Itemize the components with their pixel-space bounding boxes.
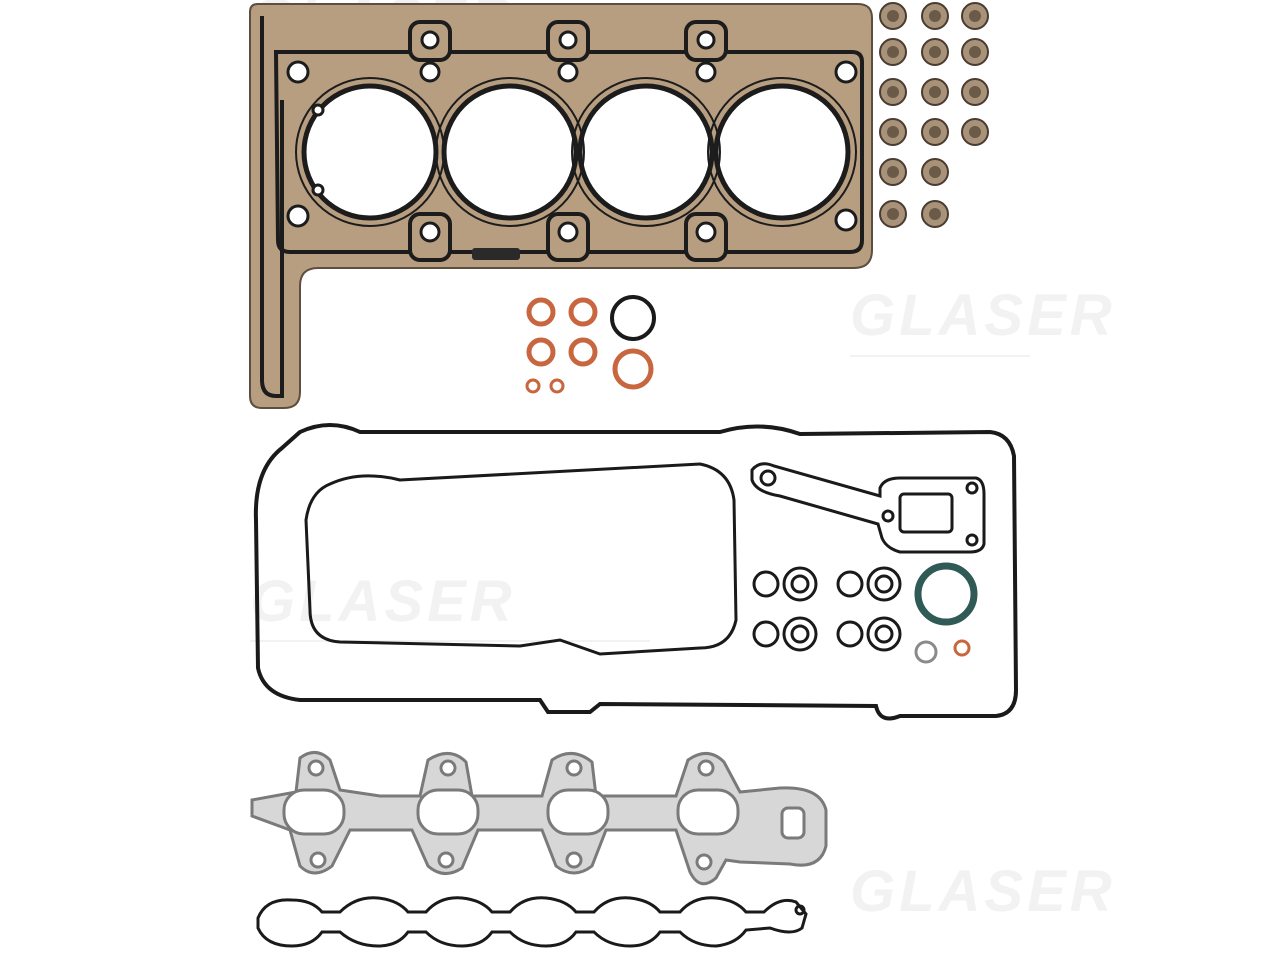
valve-stem-seal bbox=[961, 38, 989, 66]
cylinder-bore-1 bbox=[301, 83, 439, 221]
valve-stem-seal bbox=[879, 200, 907, 228]
copper-washers bbox=[525, 297, 654, 394]
valve-stem-seal bbox=[879, 78, 907, 106]
watermark-center: GLASER bbox=[250, 569, 516, 634]
intake-manifold-gasket bbox=[256, 896, 808, 948]
double-eye-seals bbox=[752, 566, 902, 652]
exhaust-manifold-gasket bbox=[250, 751, 828, 886]
valve-stem-seal bbox=[921, 38, 949, 66]
watermark-rule-center bbox=[250, 640, 650, 642]
valve-stem-seal bbox=[879, 158, 907, 186]
watermark-right-lower: GLASER bbox=[850, 859, 1116, 924]
valve-stem-seal bbox=[921, 158, 949, 186]
valve-stem-seal bbox=[961, 118, 989, 146]
cylinder-bore-3 bbox=[577, 83, 715, 221]
valve-stem-seal bbox=[921, 78, 949, 106]
shaft-seal bbox=[914, 562, 978, 626]
valve-cover-gasket bbox=[253, 423, 1019, 721]
flange-gasket bbox=[750, 462, 986, 554]
cylinder-bore-4 bbox=[713, 83, 851, 221]
watermark-rule-upper bbox=[850, 355, 1030, 357]
valve-stem-seal-grid bbox=[879, 2, 989, 228]
small-washer bbox=[953, 639, 971, 657]
inner-cover-gasket bbox=[304, 462, 738, 656]
manifold-ports bbox=[282, 759, 806, 871]
valve-stem-seal bbox=[879, 2, 907, 30]
o-ring-large bbox=[610, 295, 656, 341]
valve-stem-seal bbox=[961, 2, 989, 30]
watermark-right-upper: GLASER bbox=[850, 283, 1116, 348]
valve-stem-seal bbox=[879, 118, 907, 146]
valve-stem-seal bbox=[921, 2, 949, 30]
small-o-ring-grey bbox=[914, 640, 938, 664]
cylinder-bore-2 bbox=[441, 83, 579, 221]
valve-stem-seal bbox=[921, 118, 949, 146]
valve-stem-seal bbox=[879, 38, 907, 66]
valve-stem-seal bbox=[921, 200, 949, 228]
cylinder-head-gasket bbox=[249, 3, 873, 409]
valve-stem-seal bbox=[961, 78, 989, 106]
